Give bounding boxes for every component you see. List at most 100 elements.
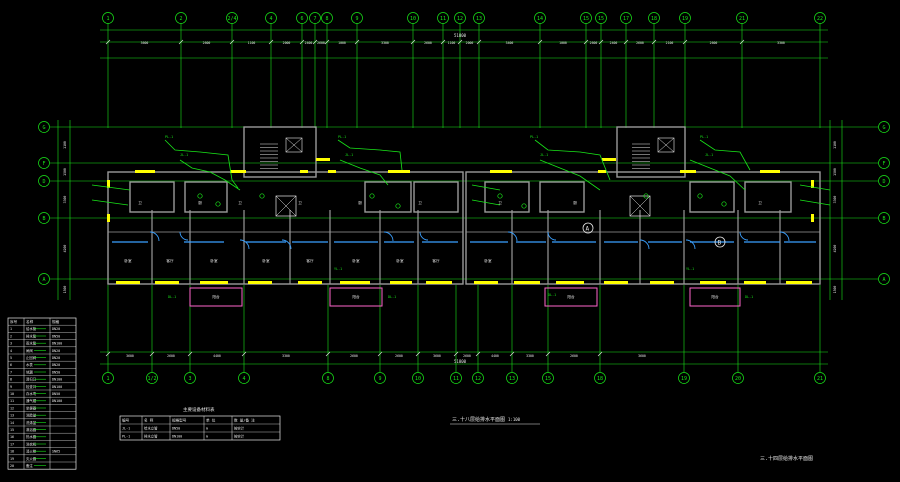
legend-bottom-cell: m [206,427,208,431]
dim-text-top: 2600 [317,41,325,45]
balcony [329,287,383,307]
room-label: 阳台 [567,294,575,299]
window [744,281,766,284]
svg-text:4: 4 [242,376,245,382]
legend-left-cell: 7 [10,370,12,374]
axis-bubble-left: D [38,175,50,187]
dim-text-right: 1500 [833,168,837,176]
svg-text:15: 15 [598,16,604,22]
legend-left-cell: 检查口 [26,384,36,389]
legend-left-cell: 9 [10,385,12,389]
door-swing [685,239,696,250]
door-swing [149,231,160,242]
axis-bubble-left: F [38,157,50,169]
fixture-drain [697,193,703,199]
svg-text:1/2: 1/2 [147,376,156,382]
room-label: 卧室 [262,258,270,263]
axis-bubble-bottom: 10 [412,372,424,384]
window [598,170,606,173]
balcony [689,287,741,307]
dim-tick [187,351,193,357]
dim-text-top: 3300 [381,41,389,45]
dim-text-bottom: 4400 [213,354,221,358]
svg-text:19: 19 [682,16,688,22]
dim-tick [457,39,463,45]
dim-text-bottom: 3300 [526,354,534,358]
dim-text-top: 2600 [424,41,432,45]
symbol-a: A [582,222,594,234]
svg-text:10: 10 [415,376,421,382]
svg-text:B: B [882,216,885,222]
axis-bubble-bottom: 1 [102,372,114,384]
fixture-drain [369,193,375,199]
axis-bubble-top: 4 [265,12,277,24]
legend-left-cell: DN50 [52,334,60,338]
axis-bubble-top: 12 [454,12,466,24]
svg-text:20: 20 [735,376,741,382]
axis-bubble-bottom: 15 [542,372,554,384]
dim-text-top: 2000 [466,41,474,45]
legend-left-cell: 16 [10,435,14,439]
axis-bubble-top: 1 [102,12,114,24]
building-walls [107,126,821,307]
dim-tick [597,351,603,357]
room-label: 卫 [498,201,502,205]
window [604,281,628,284]
axis-bubble-top: 17 [620,12,632,24]
legend-left-cell: 热水器 [26,434,37,439]
axis-bubble-right: B [878,212,890,224]
dim-text-bottom: 2600 [350,354,358,358]
legend-left-cell: 3 [10,342,12,346]
svg-text:B: B [42,216,45,222]
axis-bubble-top: 13 [473,12,485,24]
svg-text:F: F [882,161,885,167]
pipe-tag: DL-1 [168,295,176,299]
fixture-drain [497,193,503,199]
room-label: 卫 [758,201,762,205]
legend-left-cell: DN50 [52,392,60,396]
dim-text-bottom: 2600 [570,354,578,358]
svg-text:17: 17 [623,16,629,22]
balcony [544,287,598,307]
room-label: 客厅 [166,258,174,263]
pipe-run [91,184,131,206]
axis-bubble-left: A [38,273,50,285]
dim-tick [509,351,515,357]
legend-left-cell: 水表 [26,362,33,367]
wall-segment [539,181,585,213]
wall-segment [689,181,735,213]
axis-bubble-top: 10 [407,12,419,24]
legend-left-cell: DN100 [52,378,62,382]
elevator-shaft [657,137,675,153]
room-label: 客厅 [432,258,440,263]
window [316,158,330,161]
legend-bottom-cell: m [206,435,208,439]
pipe-tag: PL-1 [338,135,346,139]
svg-text:F: F [42,161,45,167]
svg-text:13: 13 [509,376,515,382]
door-swing [547,231,557,241]
legend-left-frame [7,317,77,470]
dim-text-right: 1100 [833,141,837,149]
svg-text:4: 4 [269,16,272,22]
window [388,170,410,173]
pipe-run [699,139,751,171]
window [602,158,616,161]
dim-tick [178,39,184,45]
legend-bottom-header: 名 称 [144,418,154,423]
dim-text-top: 2600 [203,41,211,45]
dim-tick [545,351,551,357]
pipe-tag: JL-1 [345,153,353,157]
legend-left-cell: 15 [10,428,14,432]
svg-text:18: 18 [651,16,657,22]
dim-text-bottom: 2600 [463,354,471,358]
legend-left-cell: 备注 [26,463,33,468]
dim-text-left: 1100 [63,141,67,149]
window [200,281,228,284]
dim-tick [354,39,360,45]
dim-tick [325,351,331,357]
elevator-shaft [629,195,651,217]
legend-bottom-cell: 排水立管 [144,434,158,439]
dim-tick [105,351,111,357]
